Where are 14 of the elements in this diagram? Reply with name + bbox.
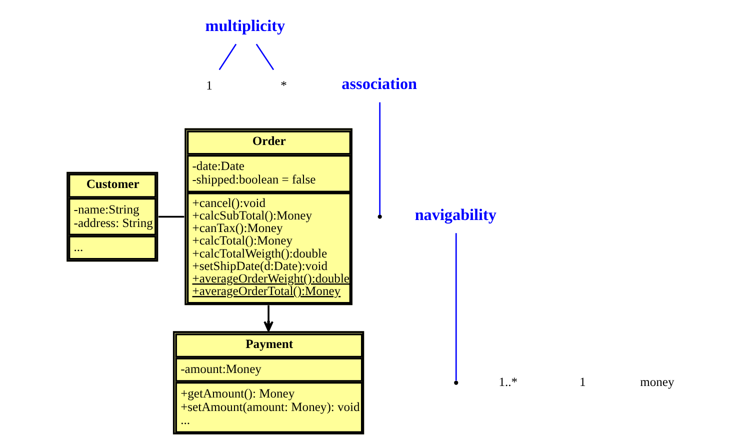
arrow: [264, 305, 274, 332]
connector: [455, 233, 457, 381]
label: 1: [580, 375, 586, 390]
node-text: multiplicity: [205, 18, 286, 35]
connector: [256, 44, 274, 70]
connector: [379, 102, 380, 215]
node-text: 1: [206, 78, 212, 92]
node-text: navigability: [414, 206, 496, 224]
connector: [218, 44, 237, 70]
node-text: *: [280, 78, 287, 92]
label: money: [640, 375, 674, 390]
node-text: association: [342, 76, 418, 94]
label: 1..*: [498, 375, 518, 390]
connector: [158, 216, 184, 218]
